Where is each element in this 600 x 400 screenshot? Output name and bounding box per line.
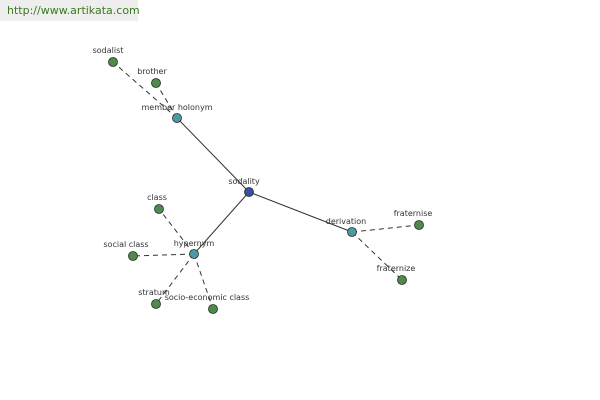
node-label-fraternise[interactable]: fraternise xyxy=(394,209,433,218)
node-label-stratum[interactable]: stratum xyxy=(138,288,170,297)
node-fraternise[interactable] xyxy=(414,220,424,230)
edge-sodality-to-derivation xyxy=(248,191,353,233)
node-sodalist[interactable] xyxy=(108,57,118,67)
node-brother[interactable] xyxy=(151,78,161,88)
node-label-brother[interactable]: brother xyxy=(137,67,167,76)
node-label-sodalist[interactable]: sodalist xyxy=(93,46,124,55)
node-label-hypernym[interactable]: hypernym xyxy=(174,239,215,248)
edge-hypernym-to-socio-economic-class xyxy=(193,253,214,310)
edge-derivation-to-fraternise xyxy=(351,224,420,233)
edge-hypernym-to-stratum xyxy=(155,253,195,305)
node-label-socio-economic-class[interactable]: socio-economic class xyxy=(165,293,250,302)
node-sodality[interactable] xyxy=(244,187,254,197)
edge-hypernym-to-social-class xyxy=(132,253,195,257)
node-derivation[interactable] xyxy=(347,227,357,237)
node-social-class[interactable] xyxy=(128,251,138,261)
nodes-layer xyxy=(108,57,424,314)
edge-sodality-to-hypernym xyxy=(193,191,250,255)
node-fraternize[interactable] xyxy=(397,275,407,285)
node-member-holonym[interactable] xyxy=(172,113,182,123)
node-label-derivation[interactable]: derivation xyxy=(326,217,366,226)
node-label-class[interactable]: class xyxy=(147,193,167,202)
node-hypernym[interactable] xyxy=(189,249,199,259)
edges-layer xyxy=(112,61,420,310)
edge-derivation-to-fraternize xyxy=(351,231,403,281)
node-label-social-class[interactable]: social class xyxy=(103,240,148,249)
node-socio-economic-class[interactable] xyxy=(208,304,218,314)
edge-sodality-to-member-holonym xyxy=(176,117,250,193)
node-label-sodality[interactable]: sodality xyxy=(228,177,260,186)
site-link[interactable]: http://www.artikata.com xyxy=(7,4,140,17)
edge-member-holonym-to-brother xyxy=(155,82,178,119)
labels-layer: sodality member holonym hypernym derivation… xyxy=(93,46,433,302)
site-link-banner: http://www.artikata.com xyxy=(0,0,140,21)
node-label-member-holonym[interactable]: member holonym xyxy=(141,103,212,112)
edge-hypernym-to-class xyxy=(158,208,195,255)
node-stratum[interactable] xyxy=(151,299,161,309)
node-label-fraternize[interactable]: fraternize xyxy=(377,264,416,273)
node-class[interactable] xyxy=(154,204,164,214)
